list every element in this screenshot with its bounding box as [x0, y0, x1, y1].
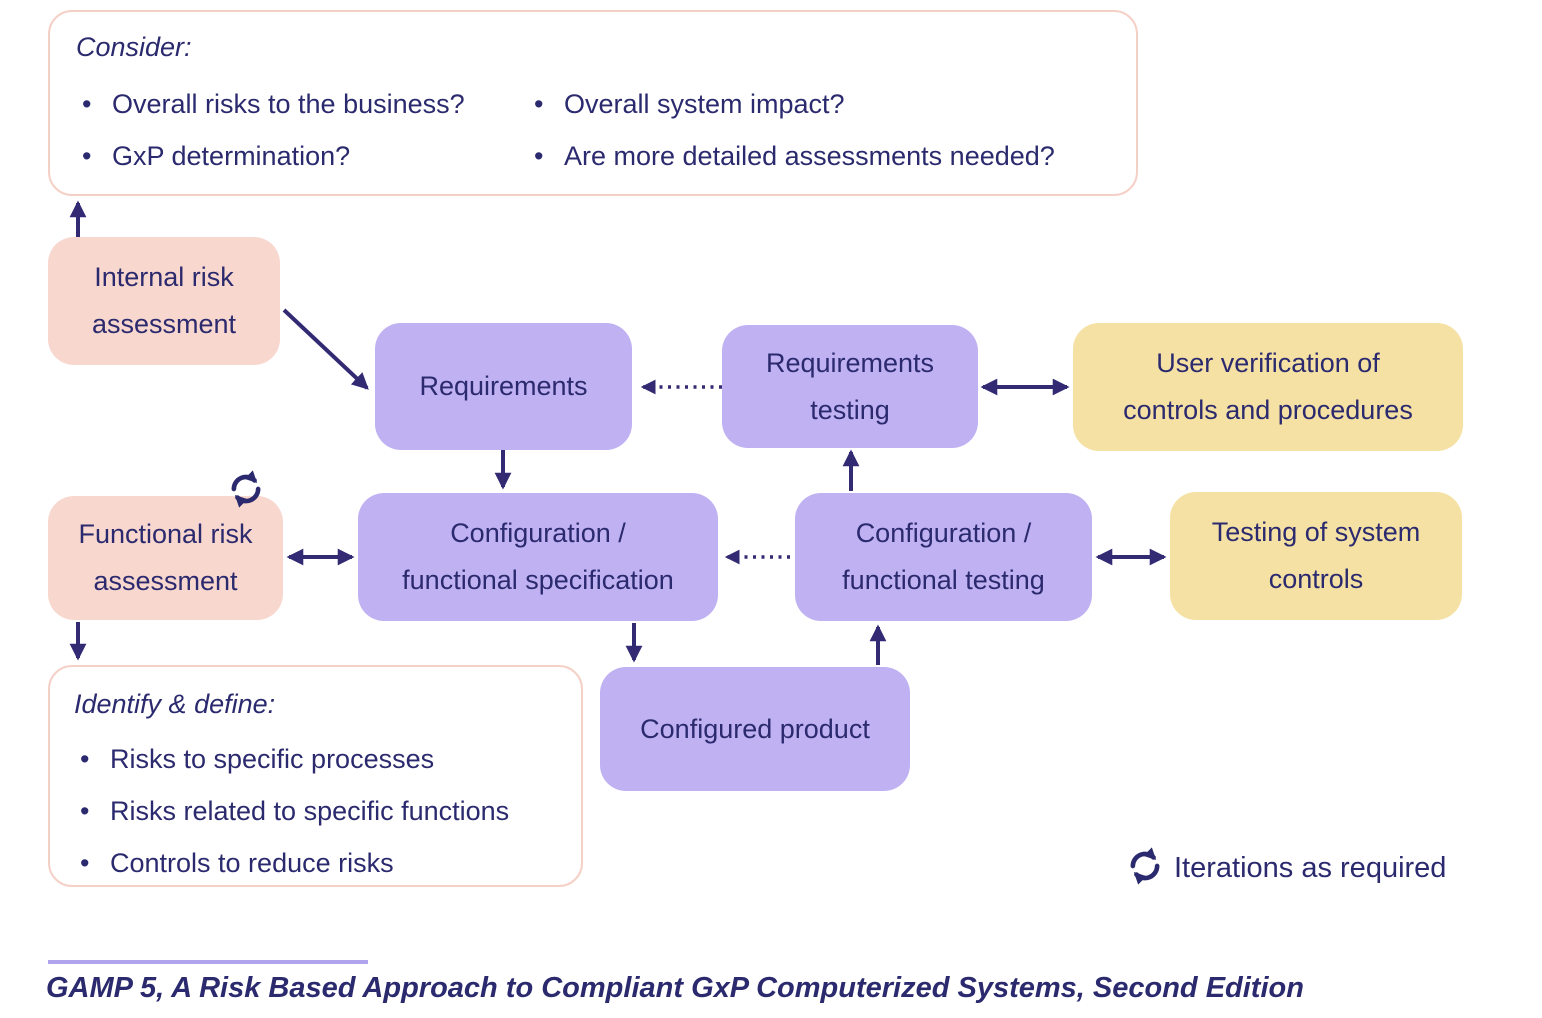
bullet-icon [528, 89, 564, 120]
iterations-legend-icon [1130, 847, 1160, 885]
identify-define-title: Identify & define: [74, 689, 276, 719]
configured-product-box: Configured product [600, 667, 910, 791]
configuration-functional-specification-box: Configuration / functional specification [358, 493, 718, 621]
bullet-icon [76, 89, 112, 120]
list-item: Risks related to specific functions [74, 796, 557, 827]
bullet-icon [74, 796, 110, 827]
iterations-legend-label: Iterations as required [1174, 852, 1447, 884]
list-item: Are more detailed assessments needed? [528, 141, 1110, 172]
bullet-text: GxP determination? [112, 141, 351, 171]
box-label-line: Requirements [419, 371, 588, 401]
box-label-line: Configuration / [450, 518, 626, 548]
iteration-cycle-icon [231, 470, 261, 508]
box-label-line: controls and procedures [1123, 395, 1413, 425]
requirements-box: Requirements [375, 323, 632, 450]
list-item: Overall system impact? [528, 89, 1110, 120]
arrow-internal-to-requirements [282, 308, 369, 390]
box-label-line: controls [1268, 564, 1364, 594]
bullet-icon [74, 744, 110, 775]
box-label-line: Configuration / [855, 518, 1032, 548]
requirements-testing-box: Requirements testing [722, 325, 978, 448]
bullet-icon [76, 141, 112, 172]
box-label-line: functional testing [842, 565, 1045, 595]
box-label-line: assessment [93, 566, 238, 596]
bullet-icon [528, 141, 564, 172]
box-label-line: functional specification [402, 565, 674, 595]
bullet-text: Controls to reduce risks [110, 848, 394, 878]
list-item: Risks to specific processes [74, 744, 557, 775]
bullet-text: Are more detailed assessments needed? [564, 141, 1055, 171]
consider-title: Consider: [76, 32, 192, 62]
bullet-text: Risks related to specific functions [110, 796, 510, 826]
box-label-line: testing [810, 394, 890, 425]
box-label-line: assessment [91, 309, 237, 339]
box-label-line: User verification of [1156, 348, 1380, 378]
source-citation: GAMP 5, A Risk Based Approach to Complia… [46, 972, 1304, 1004]
list-item: Overall risks to the business? [76, 89, 528, 120]
functional-risk-assessment-box: Functional risk assessment [48, 496, 283, 620]
internal-risk-assessment-box: Internal risk assessment [48, 237, 280, 365]
box-label-line: Internal risk [94, 262, 234, 292]
identify-define-bullets: Risks to specific processes Risks relate… [74, 744, 557, 879]
consider-panel: Consider: Overall risks to the business?… [48, 10, 1138, 196]
bullet-text: Overall risks to the business? [112, 89, 465, 119]
footer-divider [48, 960, 368, 964]
testing-of-system-controls-box: Testing of system controls [1170, 492, 1462, 620]
consider-bullets: Overall risks to the business? Overall s… [76, 89, 1110, 172]
user-verification-box: User verification of controls and proced… [1073, 323, 1463, 451]
bullet-icon [74, 848, 110, 879]
identify-define-panel: Identify & define: Risks to specific pro… [48, 665, 583, 887]
box-label-line: Testing of system [1211, 517, 1421, 547]
box-label-line: Configured product [640, 713, 870, 744]
box-label-line: Functional risk [78, 519, 253, 549]
list-item: GxP determination? [76, 141, 528, 172]
configuration-functional-testing-box: Configuration / functional testing [795, 493, 1092, 621]
box-label-line: Requirements [765, 347, 935, 378]
bullet-text: Overall system impact? [564, 89, 845, 119]
bullet-text: Risks to specific processes [110, 744, 435, 774]
list-item: Controls to reduce risks [74, 848, 557, 879]
